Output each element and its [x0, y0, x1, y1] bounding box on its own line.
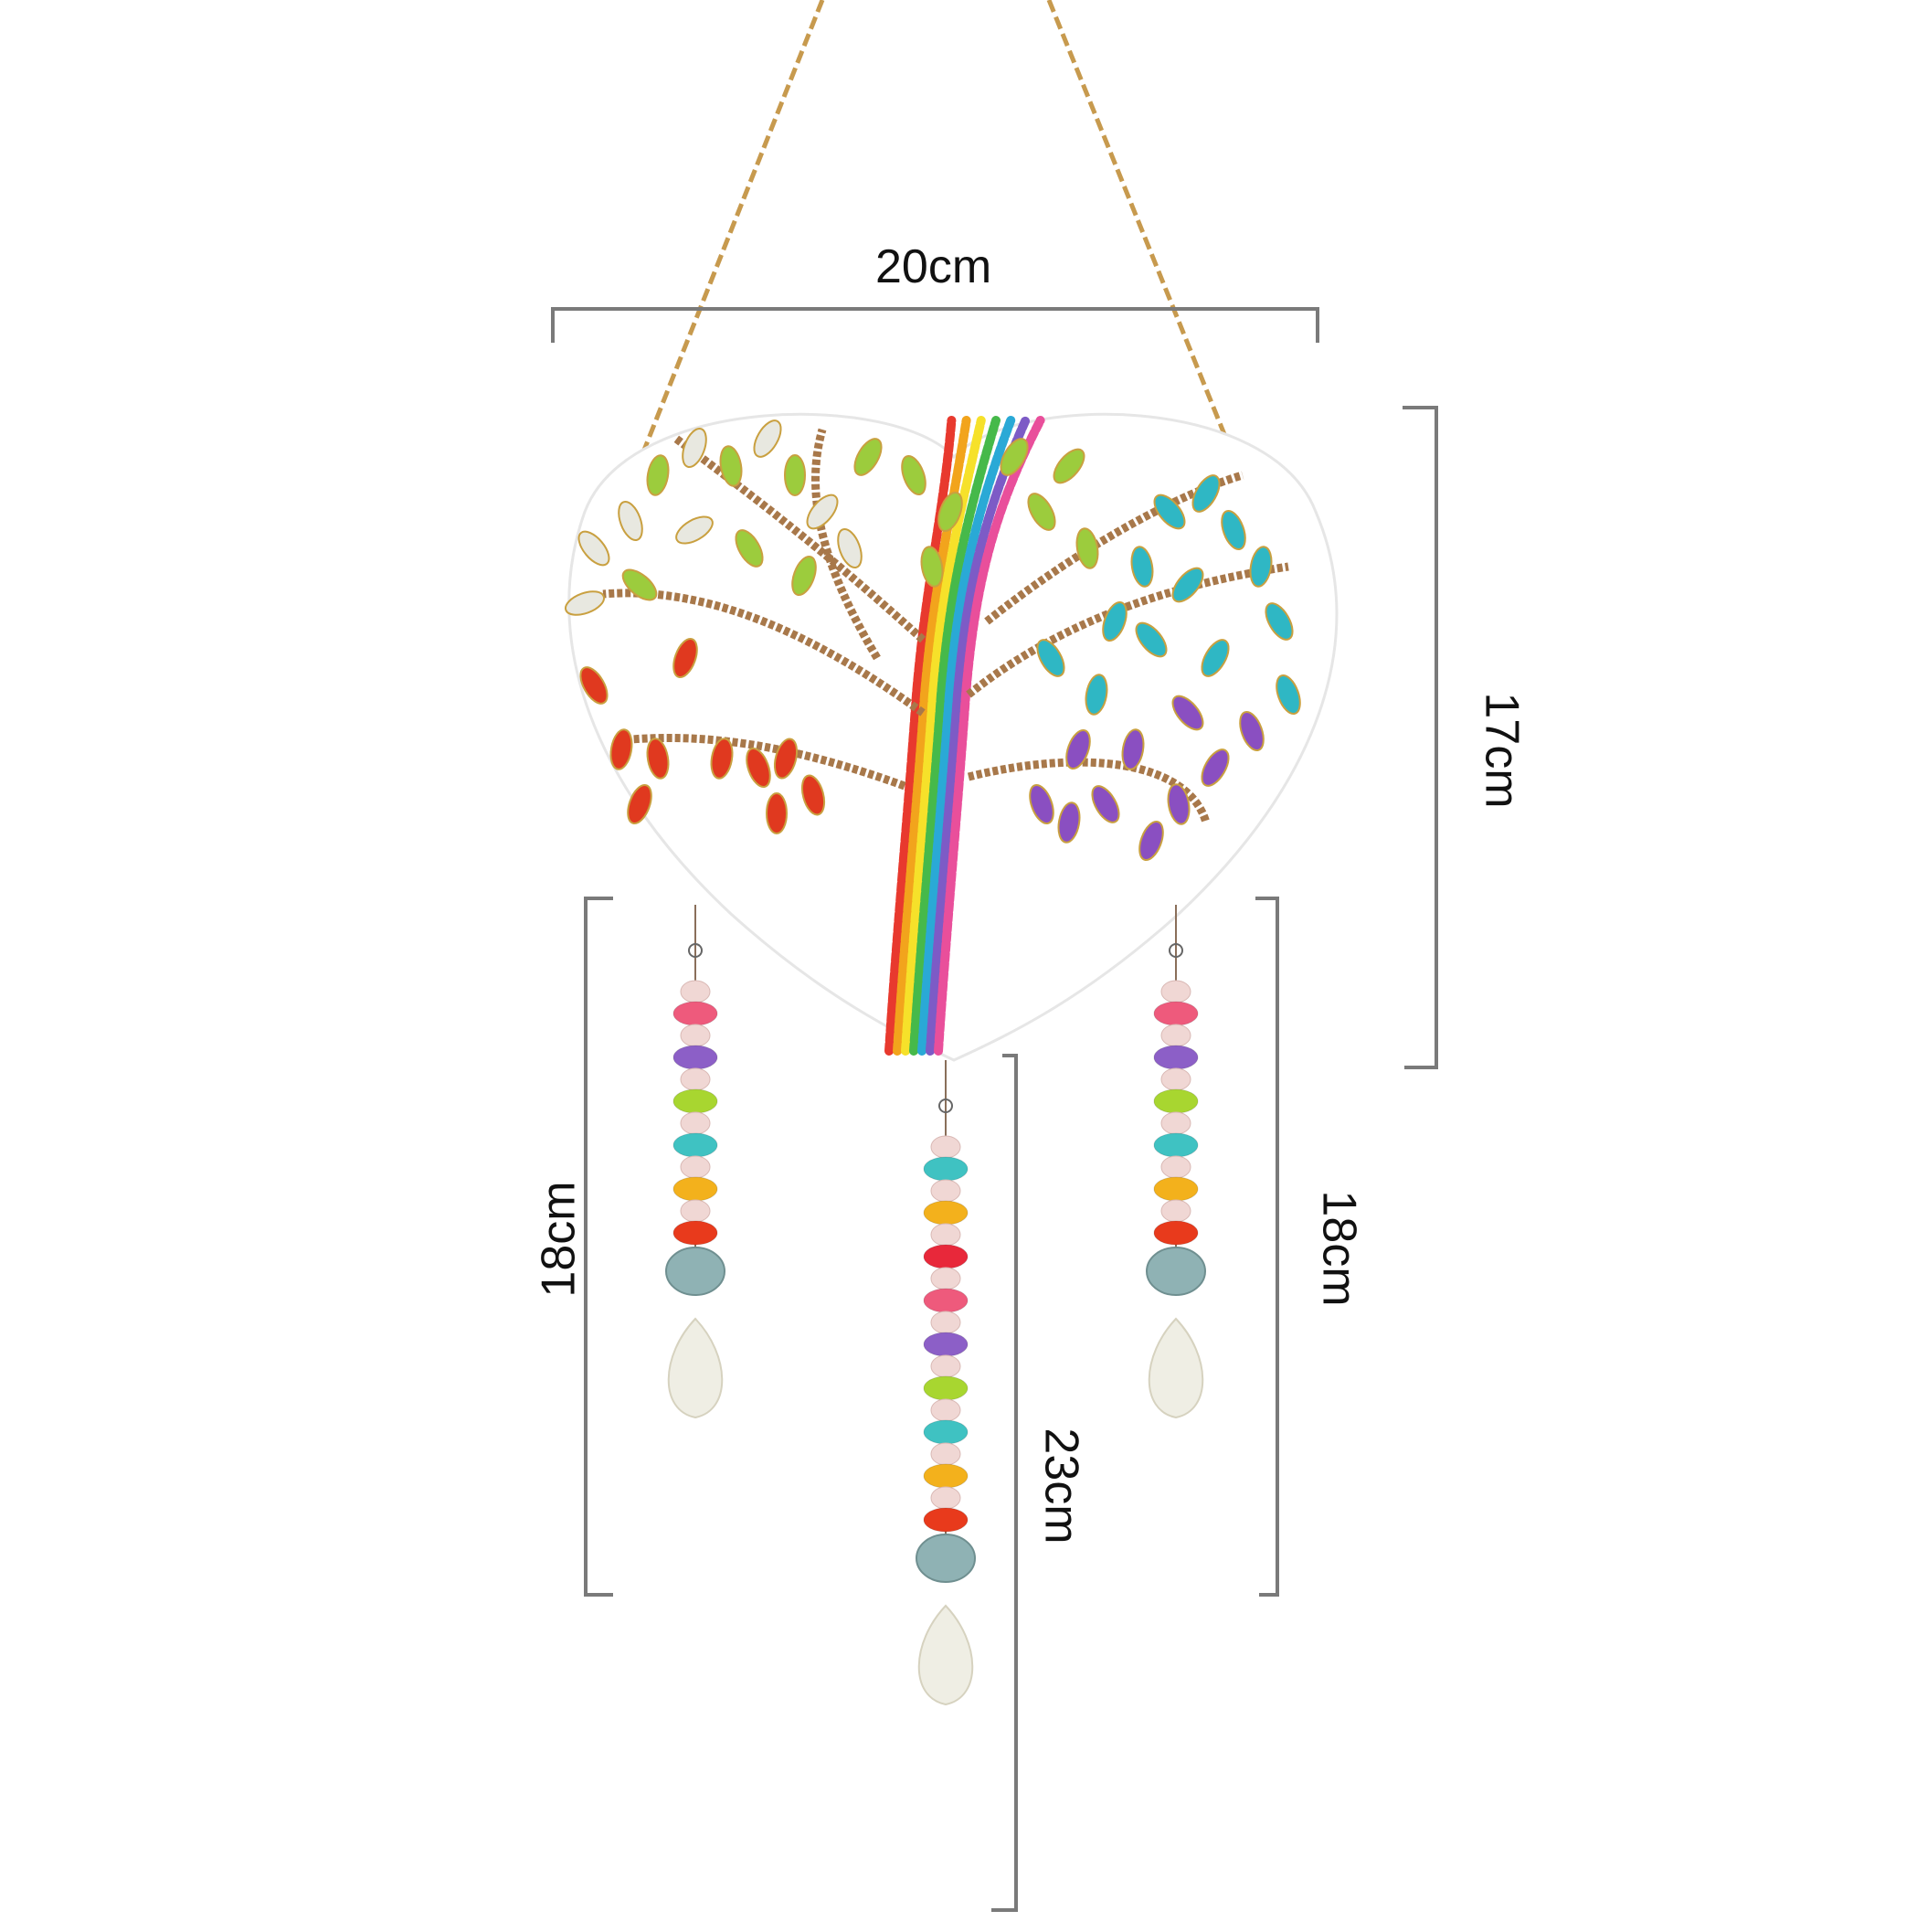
dimension-lines: [551, 307, 1438, 1912]
height-dimension-label: 17cm: [1475, 692, 1529, 809]
tree-of-life-artwork: [564, 416, 1301, 1056]
left-strand-dimension-label: 18cm: [532, 1181, 586, 1298]
center-strand-dimension-label: 23cm: [1034, 1428, 1088, 1545]
right-strand-dimension-label: 18cm: [1312, 1190, 1366, 1307]
bead-strands: [665, 905, 1206, 1706]
width-dimension-label: 20cm: [875, 240, 992, 293]
hanging-chain: [637, 0, 1238, 462]
